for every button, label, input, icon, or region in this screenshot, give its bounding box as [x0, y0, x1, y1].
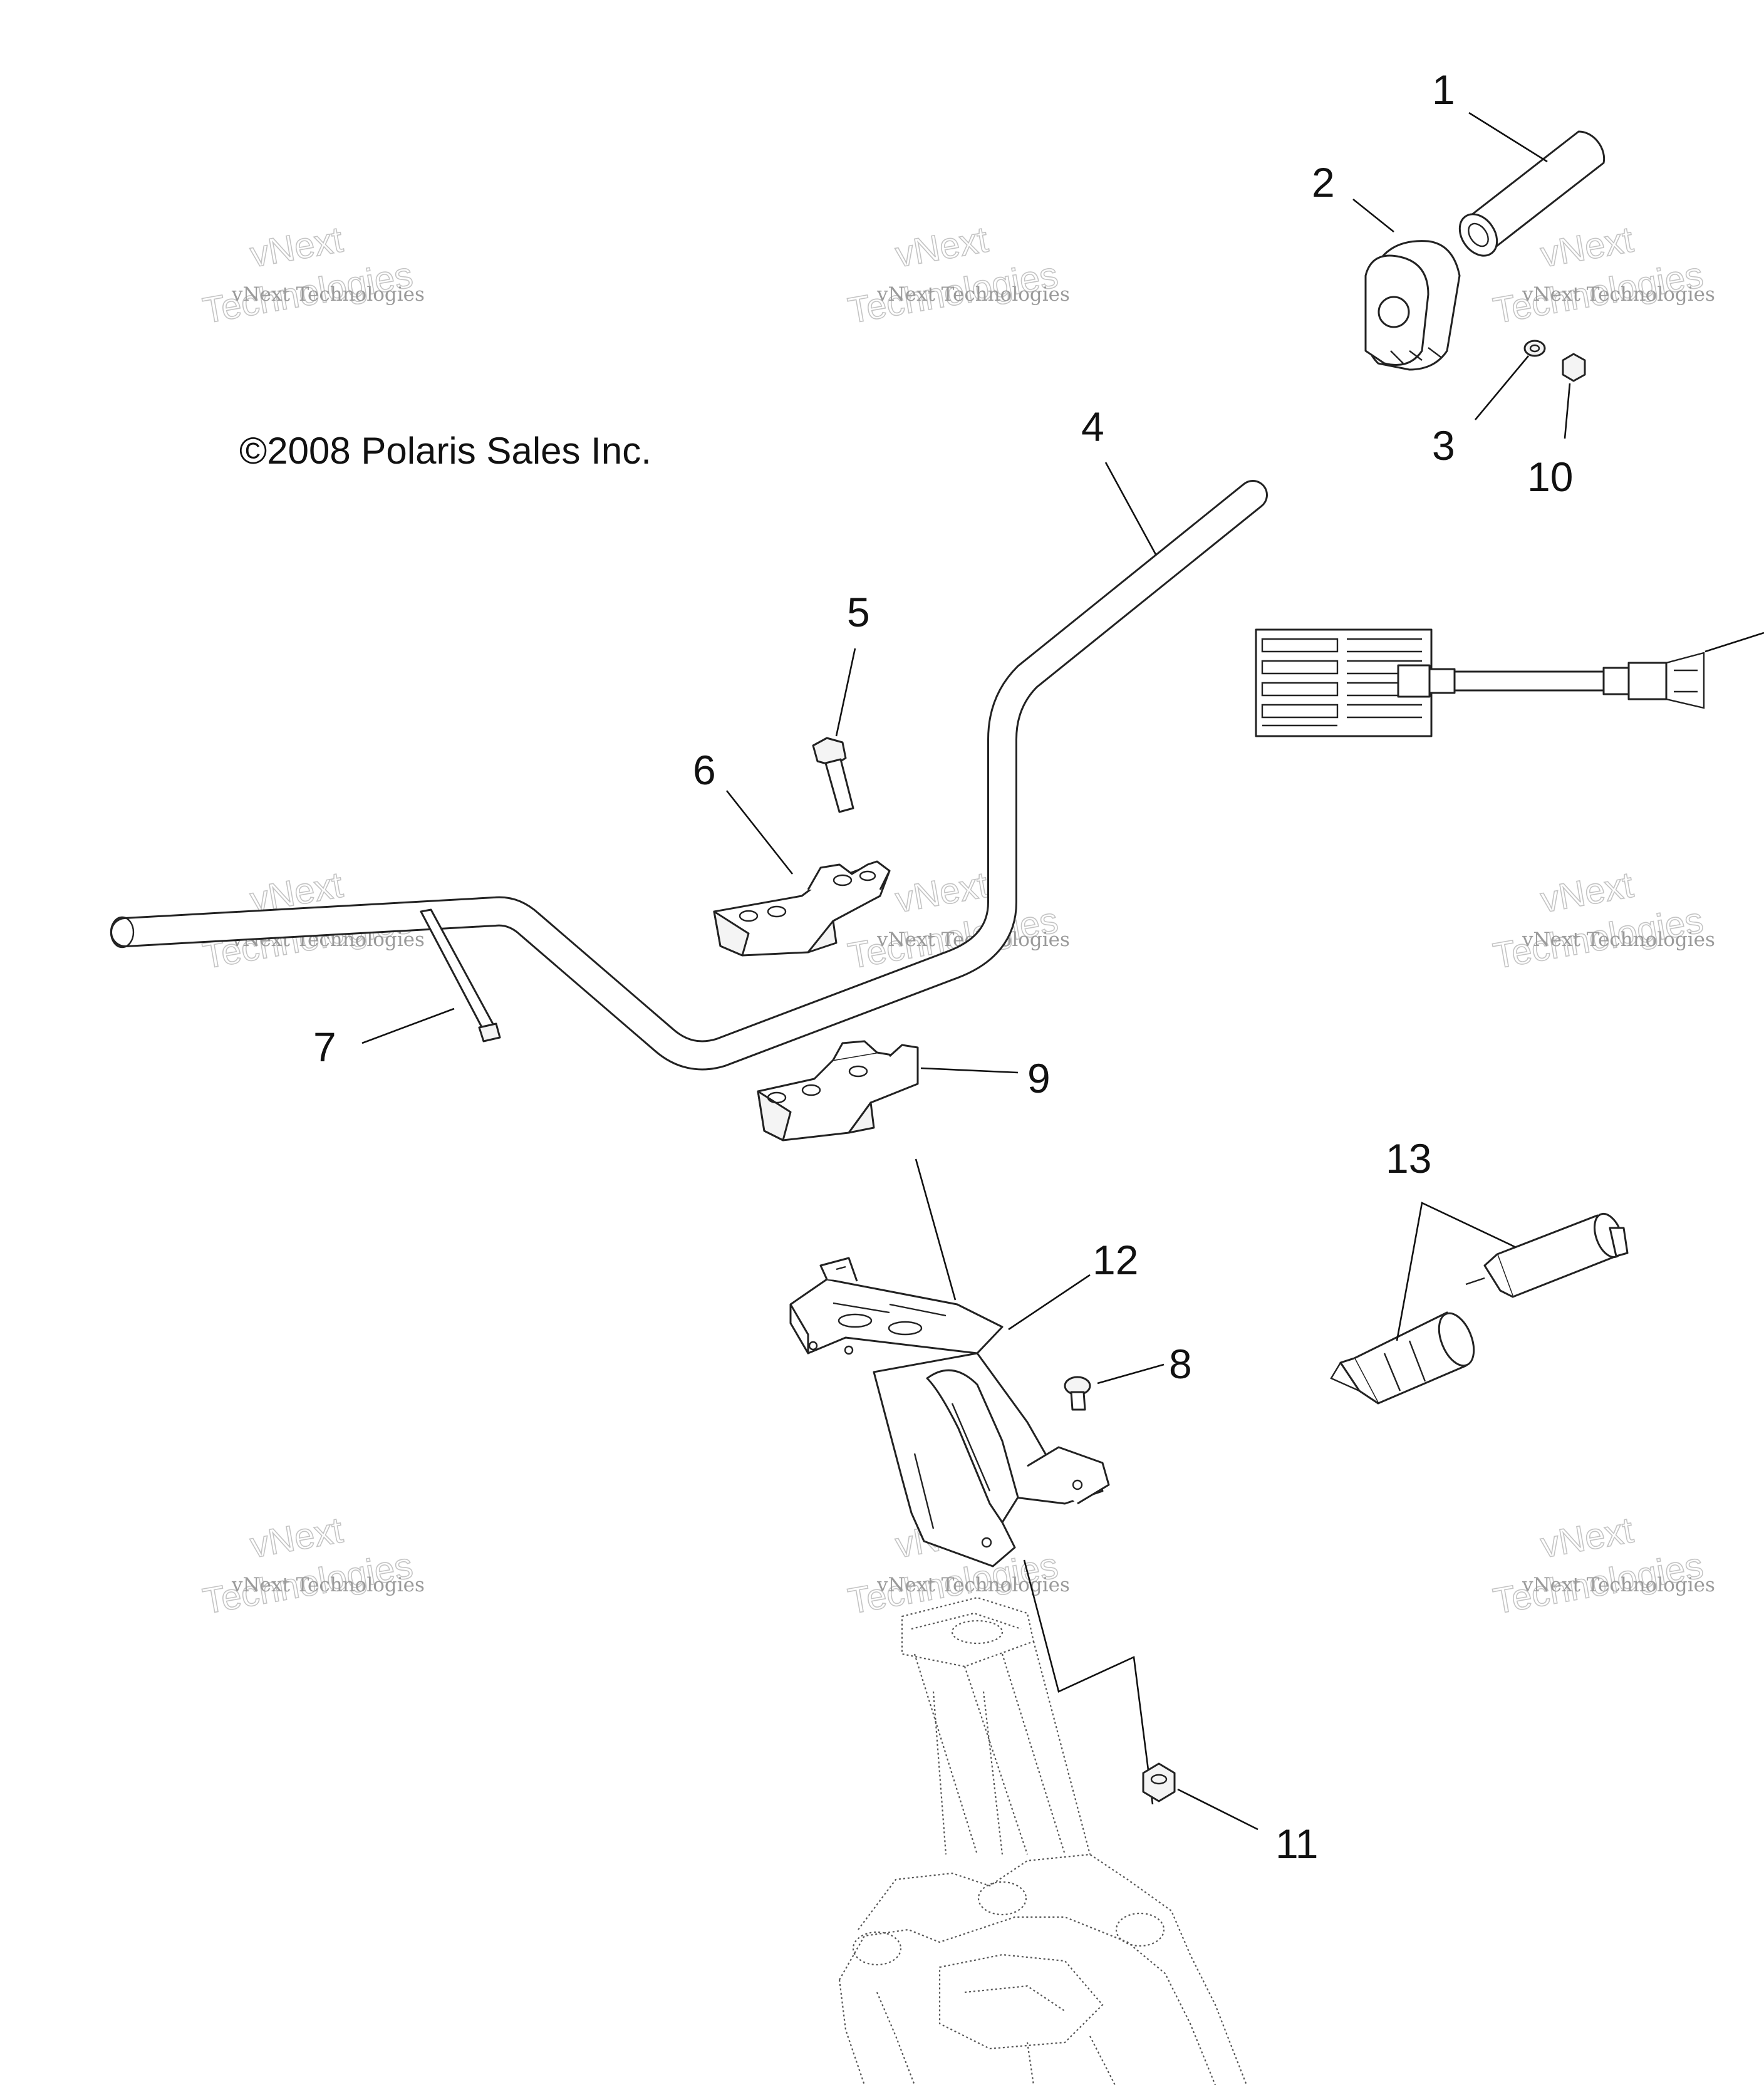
leader-1: [1468, 112, 1548, 163]
leader-harness: [1704, 632, 1764, 653]
part-12-riser-bracket: [789, 1158, 1110, 1568]
callout-12: 12: [1092, 1237, 1138, 1283]
callout-9: 9: [1027, 1055, 1051, 1101]
leader-4: [1104, 462, 1157, 555]
copyright-text: ©2008 Polaris Sales Inc.: [239, 430, 651, 472]
watermark-word: vNext: [1538, 865, 1636, 921]
watermark-text: vNext Technologies: [1522, 928, 1715, 951]
callout-6: 6: [693, 747, 716, 793]
watermark-text: vNext Technologies: [1522, 1574, 1715, 1596]
leader-7: [361, 1007, 455, 1044]
steering-post-ghost: [901, 1596, 1091, 1855]
part-4-handlebar: [110, 480, 1268, 1071]
watermark-word: vNext: [893, 865, 991, 921]
heater-element-harness: [1255, 628, 1705, 737]
part-10-nut: [1562, 353, 1586, 382]
part-11-nut: [1142, 1762, 1176, 1802]
watermark-text: vNext Technologies: [231, 1574, 425, 1596]
watermark: vNext Technologies vNext Technologies: [844, 219, 1070, 332]
watermark-word: vNext: [247, 1510, 346, 1566]
leader-10: [1564, 383, 1571, 439]
leader-5: [835, 648, 856, 737]
callout-7: 7: [313, 1024, 336, 1070]
part-3-screw: [1523, 340, 1546, 357]
watermark-word: vNext: [893, 219, 991, 276]
part-1-grip: [1458, 130, 1606, 257]
part-9-lower-clamp: [757, 1040, 919, 1141]
part-5-bolt: [812, 737, 854, 813]
callout-2: 2: [1312, 159, 1335, 205]
watermark-word: vNext: [1538, 1510, 1636, 1566]
leader-post: [1023, 1559, 1154, 1805]
watermark: vNext Technologies vNext Technologies: [1490, 864, 1715, 977]
watermark-text: vNext Technologies: [876, 283, 1070, 306]
leader-3: [1475, 355, 1529, 420]
callout-13: 13: [1386, 1135, 1431, 1182]
callout-4: 4: [1081, 403, 1104, 450]
watermark: vNext Technologies vNext Technologies: [199, 219, 425, 332]
watermark-text: vNext Technologies: [1522, 283, 1715, 306]
callout-8: 8: [1169, 1341, 1192, 1387]
callout-1: 1: [1432, 66, 1455, 113]
watermark-word: vNext: [247, 219, 346, 276]
watermark-text: vNext Technologies: [876, 1574, 1070, 1596]
leader-11: [1177, 1788, 1258, 1831]
leader-8: [1097, 1363, 1165, 1385]
part-13-cylinders: [1330, 1212, 1629, 1405]
part-7-rod: [420, 908, 501, 1042]
part-2-throttle-housing: [1364, 240, 1461, 371]
leader-6: [725, 790, 794, 875]
callout-labels: 1 2 3 10 4 5 6 7 9 13 12 8 11: [313, 66, 1573, 1867]
callout-11: 11: [1275, 1821, 1319, 1867]
callout-5: 5: [847, 589, 870, 635]
callout-10: 10: [1527, 454, 1573, 500]
watermark: vNext Technologies vNext Technologies: [1490, 1509, 1715, 1623]
watermark-word: vNext: [1538, 219, 1636, 276]
leader-9: [920, 1067, 1019, 1074]
watermark: vNext Technologies vNext Technologies: [199, 1509, 425, 1623]
part-6-upper-clamp: [713, 860, 891, 957]
watermark-text: vNext Technologies: [231, 283, 425, 306]
frame-ghost: [838, 1853, 1248, 2085]
part-8-small-bolt: [1064, 1376, 1091, 1411]
leader-12: [1008, 1274, 1091, 1331]
callout-3: 3: [1432, 422, 1455, 469]
leader-13: [1396, 1202, 1515, 1341]
leader-2: [1352, 198, 1394, 233]
